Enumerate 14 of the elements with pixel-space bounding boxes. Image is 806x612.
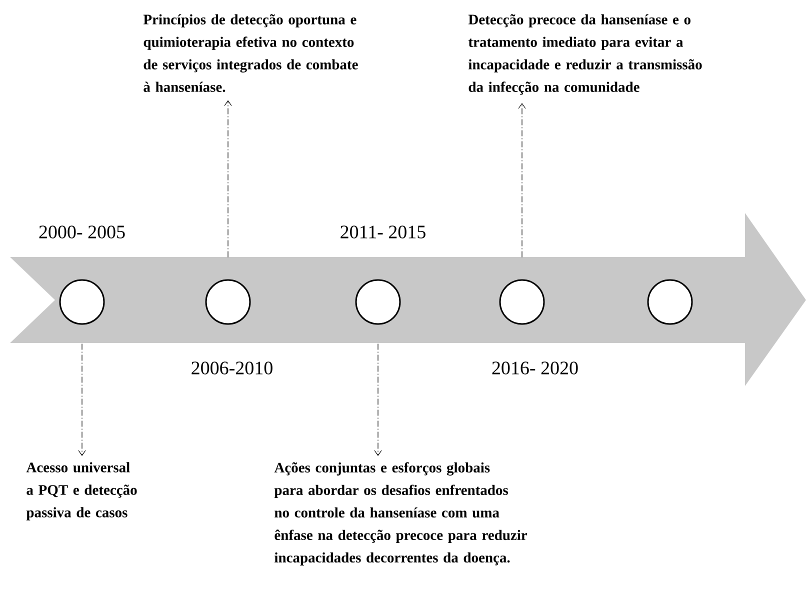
timeline-circle bbox=[647, 279, 693, 325]
arrow bbox=[374, 343, 382, 456]
arrow bbox=[78, 343, 86, 456]
arrow bbox=[224, 100, 232, 258]
description-text: Acesso universal a PQT e detecção passiva de casos bbox=[26, 462, 137, 520]
timeline-circle bbox=[499, 279, 545, 325]
description-text: Princípios de detecção oportuna e quimioterapia efetiva no contexto de serviços integrados de combate à hanseníase. bbox=[143, 14, 358, 92]
timeline-circle bbox=[205, 279, 251, 325]
description-text: Ações conjuntas e esforços globais para abordar os desafios enfrentados no controle da hanseníase com uma ênfase na detecção precoce para reduzir incapacidades decorrentes da doença. bbox=[274, 462, 528, 566]
description-text: Detecção precoce da hanseníase e o tratamento imediato para evitar a incapacidade e reduzir a transmissão da infecção na comunidade bbox=[468, 14, 702, 95]
timeline-circle bbox=[355, 279, 401, 325]
arrow bbox=[518, 102, 526, 258]
timeline-circle bbox=[59, 279, 105, 325]
year-label: 2011- 2015 bbox=[340, 226, 426, 238]
